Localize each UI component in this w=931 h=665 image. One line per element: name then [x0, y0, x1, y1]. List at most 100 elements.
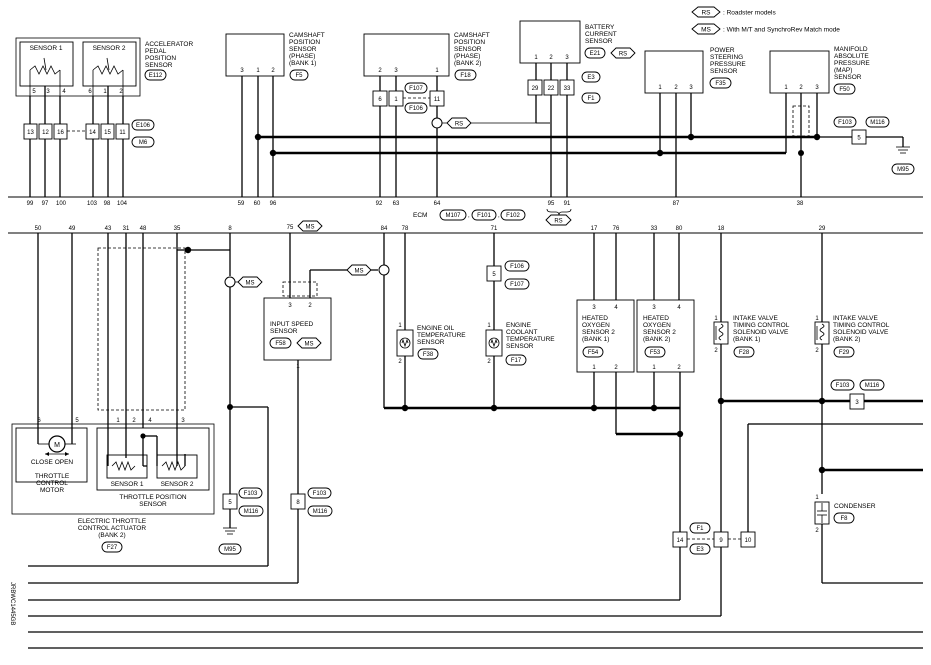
svg-text:PEDAL: PEDAL — [145, 48, 167, 55]
lower-ecm-pins: 50 49 43 31 48 35 8 75 MS 84 78 71 17 76… — [35, 220, 826, 232]
svg-text:M116: M116 — [865, 383, 880, 389]
svg-text:SENSOR: SENSOR — [417, 339, 445, 346]
svg-text:1: 1 — [256, 68, 260, 74]
svg-text:MOTOR: MOTOR — [40, 487, 64, 494]
svg-text:5: 5 — [857, 136, 861, 142]
svg-text:E3: E3 — [587, 75, 595, 81]
svg-text:F28: F28 — [739, 350, 750, 356]
svg-text:75: 75 — [287, 225, 294, 231]
svg-text:4: 4 — [62, 89, 66, 95]
svg-text:SENSOR: SENSOR — [454, 46, 482, 53]
svg-text:F1: F1 — [587, 96, 595, 102]
svg-text:3: 3 — [240, 68, 244, 74]
svg-text:TIMING CONTROL: TIMING CONTROL — [733, 322, 790, 329]
svg-text:M116: M116 — [313, 509, 328, 515]
svg-text:(BANK 1): (BANK 1) — [289, 60, 316, 67]
svg-text:104: 104 — [117, 201, 128, 207]
svg-text:76: 76 — [613, 226, 620, 232]
svg-text:F103: F103 — [313, 491, 327, 497]
svg-text:MS: MS — [355, 269, 364, 275]
svg-text:CAMSHAFT: CAMSHAFT — [289, 32, 325, 39]
svg-text:F103: F103 — [244, 491, 258, 497]
throttle-ground-circuit: MS 5 F103 M116 M95 — [28, 233, 269, 567]
svg-text:SENSOR: SENSOR — [139, 501, 167, 508]
svg-text:14: 14 — [89, 130, 96, 136]
svg-text:43: 43 — [105, 226, 112, 232]
svg-text:SENSOR: SENSOR — [270, 328, 298, 335]
svg-text:4: 4 — [677, 305, 681, 311]
svg-text:RS: RS — [554, 219, 562, 225]
svg-text:SENSOR 1: SENSOR 1 — [111, 481, 144, 488]
svg-text:5: 5 — [228, 500, 232, 506]
svg-text:87: 87 — [673, 201, 680, 207]
svg-text:SENSOR 2: SENSOR 2 — [582, 329, 615, 336]
svg-text:98: 98 — [104, 201, 111, 207]
svg-text:64: 64 — [434, 201, 441, 207]
svg-text:F103: F103 — [838, 120, 852, 126]
svg-text:(BANK 1): (BANK 1) — [582, 336, 609, 343]
svg-text:(BANK 2): (BANK 2) — [643, 336, 670, 343]
svg-text:POWER: POWER — [710, 47, 735, 54]
svg-text:48: 48 — [140, 226, 147, 232]
svg-text:2: 2 — [677, 365, 681, 371]
svg-text:F17: F17 — [511, 358, 522, 364]
svg-text:MS: MS — [305, 342, 314, 348]
svg-text:F107: F107 — [510, 282, 524, 288]
svg-text:1: 1 — [652, 365, 656, 371]
svg-text:3: 3 — [181, 418, 185, 424]
svg-text:92: 92 — [376, 201, 383, 207]
svg-text:RS: RS — [619, 52, 627, 58]
svg-text:2: 2 — [815, 348, 819, 354]
motor-symbol: M — [54, 442, 60, 449]
svg-text:2: 2 — [799, 85, 803, 91]
svg-text:5: 5 — [492, 272, 496, 278]
svg-text:CAMSHAFT: CAMSHAFT — [454, 32, 490, 39]
svg-text:1: 1 — [534, 55, 538, 61]
svg-text:3: 3 — [855, 400, 859, 406]
svg-text:3: 3 — [815, 85, 819, 91]
input-speed-sensor: 3 2 INPUT SPEED SENSOR F58 MS 1 MS 8 F10… — [28, 233, 390, 584]
svg-text:F106: F106 — [409, 106, 423, 112]
power-steering-pressure-sensor: 1 2 3 POWER STEERING PRESSURE SENSOR F35… — [644, 47, 746, 207]
accelerator-pedal-position-sensor: SENSOR 1 SENSOR 2 5 3 4 6 1 2 ACCELERATO… — [15, 37, 193, 207]
svg-text:STEERING: STEERING — [710, 54, 743, 61]
svg-text:13: 13 — [27, 130, 34, 136]
svg-text:E112: E112 — [149, 73, 163, 79]
svg-text:CURRENT: CURRENT — [585, 31, 617, 38]
svg-text:MS: MS — [246, 281, 255, 287]
svg-text:96: 96 — [270, 201, 277, 207]
svg-text:F50: F50 — [839, 87, 850, 93]
svg-text:4: 4 — [614, 305, 618, 311]
svg-text:71: 71 — [491, 226, 498, 232]
svg-text:3: 3 — [46, 89, 50, 95]
svg-text:1: 1 — [658, 85, 662, 91]
battery-current-sensor: 1 2 3 BATTERY CURRENT SENSOR E21 RS 29 2… — [519, 20, 636, 226]
svg-text:POSITION: POSITION — [145, 55, 176, 62]
svg-text:(BANK 2): (BANK 2) — [454, 60, 481, 67]
svg-text:(BANK 1): (BANK 1) — [733, 336, 760, 343]
svg-text:TEMPERATURE: TEMPERATURE — [417, 332, 466, 339]
svg-text:,: , — [468, 213, 470, 219]
svg-text:16: 16 — [57, 130, 64, 136]
svg-text:2: 2 — [549, 55, 553, 61]
svg-text:INTAKE VALVE: INTAKE VALVE — [833, 315, 878, 322]
svg-text:1: 1 — [103, 89, 107, 95]
svg-text:F18: F18 — [460, 73, 471, 79]
legend-rs-tag: RS — [701, 10, 711, 17]
svg-text:SENSOR: SENSOR — [289, 46, 317, 53]
svg-text:M107: M107 — [445, 213, 461, 219]
svg-text:78: 78 — [402, 226, 409, 232]
svg-text:POSITION: POSITION — [289, 39, 320, 46]
legend-ms-text: : With M/T and SynchroRev Match mode — [723, 27, 840, 34]
svg-text:F8: F8 — [840, 516, 848, 522]
svg-text:3: 3 — [592, 305, 596, 311]
svg-text:3: 3 — [652, 305, 656, 311]
svg-text:F102: F102 — [506, 213, 520, 219]
svg-text:99: 99 — [27, 201, 34, 207]
camshaft-position-sensor-bank2: 2 3 1 CAMSHAFT POSITION SENSOR (PHASE) (… — [363, 32, 550, 207]
svg-text:1: 1 — [815, 316, 819, 322]
svg-text:HEATED: HEATED — [582, 315, 608, 322]
svg-text:POSITION: POSITION — [454, 39, 485, 46]
svg-text:(PHASE): (PHASE) — [454, 53, 480, 60]
ecm-band: ECM M107 , F101 , F102 — [8, 196, 923, 234]
